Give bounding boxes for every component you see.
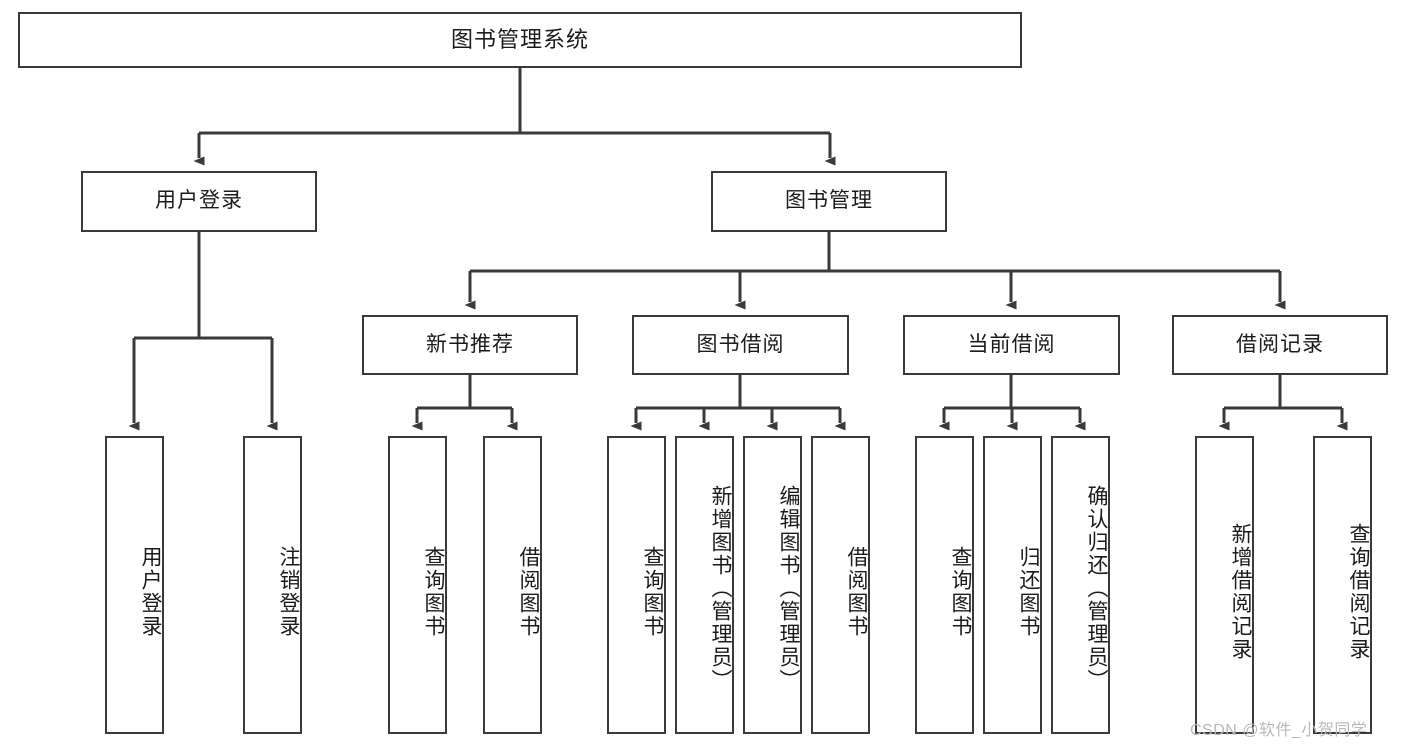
node-leaf-add-book-label: 新增图书（管理员） bbox=[709, 484, 732, 692]
node-leaf-edit-book[interactable]: 编辑图书（管理员） bbox=[743, 436, 802, 734]
node-leaf-user-login-label: 用户登录 bbox=[139, 546, 162, 638]
node-leaf-add-book[interactable]: 新增图书（管理员） bbox=[675, 436, 734, 734]
node-new-book-recommend[interactable]: 新书推荐 bbox=[362, 315, 578, 375]
node-leaf-borrow-book-1[interactable]: 借阅图书 bbox=[483, 436, 542, 734]
node-leaf-edit-book-label: 编辑图书（管理员） bbox=[777, 484, 800, 692]
node-book-manage-label: 图书管理 bbox=[785, 189, 873, 213]
node-leaf-query-record[interactable]: 查询借阅记录 bbox=[1313, 436, 1372, 734]
node-leaf-user-logout-label: 注销登录 bbox=[277, 546, 300, 638]
node-leaf-borrow-book-1-label: 借阅图书 bbox=[517, 546, 540, 638]
node-borrow-record[interactable]: 借阅记录 bbox=[1172, 315, 1388, 375]
node-leaf-query-book-1-label: 查询图书 bbox=[422, 546, 445, 638]
node-user-login[interactable]: 用户登录 bbox=[81, 171, 317, 232]
node-leaf-return-book-label: 归还图书 bbox=[1017, 546, 1040, 638]
node-leaf-user-login[interactable]: 用户登录 bbox=[105, 436, 164, 734]
node-leaf-add-record-label: 新增借阅记录 bbox=[1229, 523, 1252, 661]
node-root-label: 图书管理系统 bbox=[450, 27, 589, 53]
node-leaf-query-book-2[interactable]: 查询图书 bbox=[607, 436, 666, 734]
node-book-borrow-label: 图书借阅 bbox=[696, 332, 785, 356]
node-leaf-query-book-3[interactable]: 查询图书 bbox=[915, 436, 974, 734]
node-book-manage[interactable]: 图书管理 bbox=[711, 171, 947, 232]
node-leaf-borrow-book-2[interactable]: 借阅图书 bbox=[811, 436, 870, 734]
node-leaf-query-book-3-label: 查询图书 bbox=[949, 546, 972, 638]
node-leaf-query-book-1[interactable]: 查询图书 bbox=[388, 436, 447, 734]
node-leaf-query-record-label: 查询借阅记录 bbox=[1347, 523, 1370, 661]
node-leaf-return-book[interactable]: 归还图书 bbox=[983, 436, 1042, 734]
node-borrow-record-label: 借阅记录 bbox=[1236, 332, 1324, 356]
csdn-watermark: CSDN @软件_小贺同学 bbox=[1190, 722, 1368, 739]
node-root[interactable]: 图书管理系统 bbox=[18, 12, 1022, 68]
node-book-borrow[interactable]: 图书借阅 bbox=[632, 315, 849, 375]
node-leaf-query-book-2-label: 查询图书 bbox=[641, 546, 664, 638]
node-new-book-recommend-label: 新书推荐 bbox=[426, 332, 514, 356]
node-current-borrow[interactable]: 当前借阅 bbox=[903, 315, 1120, 375]
node-leaf-confirm-return-label: 确认归还（管理员） bbox=[1085, 484, 1108, 692]
node-leaf-user-logout[interactable]: 注销登录 bbox=[243, 436, 302, 734]
node-leaf-borrow-book-2-label: 借阅图书 bbox=[845, 546, 868, 638]
node-current-borrow-label: 当前借阅 bbox=[967, 332, 1056, 356]
node-leaf-confirm-return[interactable]: 确认归还（管理员） bbox=[1051, 436, 1110, 734]
node-user-login-label: 用户登录 bbox=[155, 189, 243, 213]
node-leaf-add-record[interactable]: 新增借阅记录 bbox=[1195, 436, 1254, 734]
